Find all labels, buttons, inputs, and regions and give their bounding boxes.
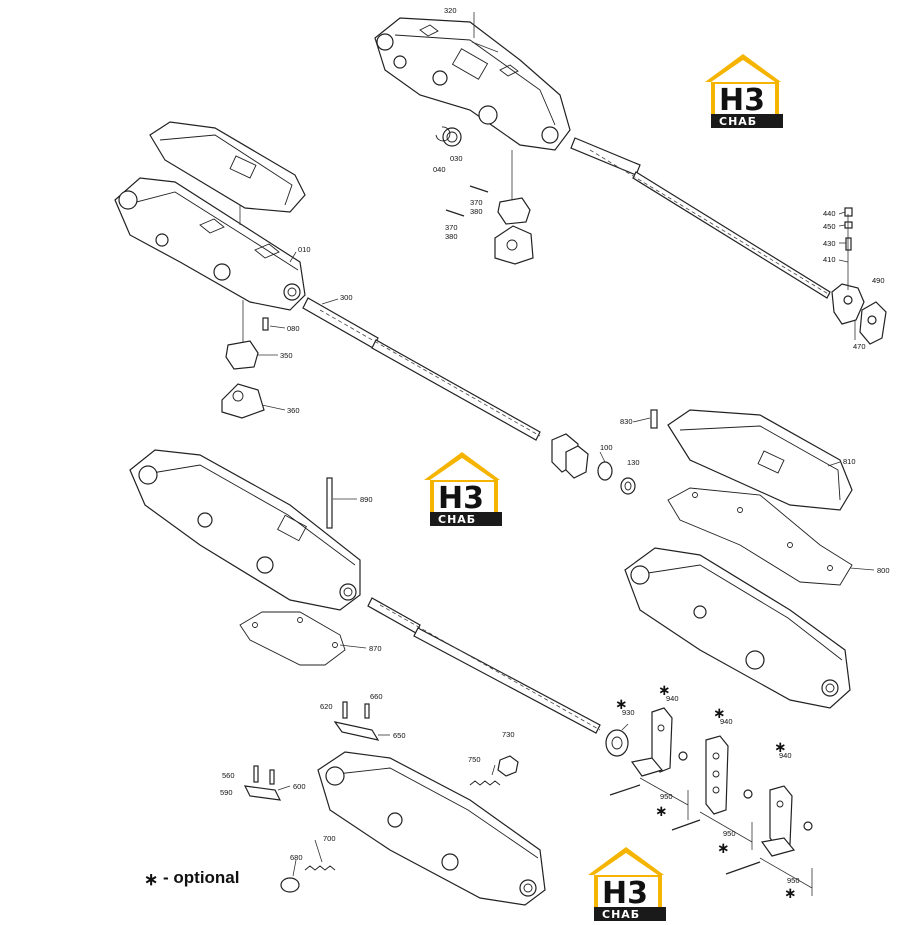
bottom-valve-housing — [317, 751, 546, 906]
lower-valve-housing — [129, 449, 361, 611]
legend-symbol: ∗ — [144, 870, 158, 889]
watermark-logo: H3 СНАБ — [424, 452, 502, 526]
optional-star: ∗ — [713, 704, 726, 722]
callout-320: 320 — [444, 6, 457, 15]
callout-470: 470 — [853, 342, 866, 351]
callout-100: 100 — [600, 443, 613, 452]
upper-shaft — [570, 137, 831, 299]
optional-star: ∗ — [658, 681, 671, 699]
callout-410: 410 — [823, 255, 836, 264]
middle-cover — [149, 121, 306, 213]
optional-lever-2 — [671, 735, 753, 850]
logo-letters: H3 — [719, 83, 765, 118]
watermark-logo: H3 СНАБ — [705, 54, 783, 128]
logo-sub: СНАБ — [438, 513, 476, 526]
callout-490: 490 — [872, 276, 885, 285]
callout-430: 430 — [823, 239, 836, 248]
callout-950-b: 950 — [723, 829, 736, 838]
optional-star: ∗ — [655, 802, 668, 820]
callout-130: 130 — [627, 458, 640, 467]
gasket-800 — [667, 487, 853, 586]
optional-lever-1 — [609, 707, 689, 820]
callout-600: 600 — [293, 782, 306, 791]
callout-700: 700 — [323, 834, 336, 843]
optional-markers: ∗ ∗ ∗ ∗ ∗ ∗ ∗ — [615, 681, 797, 902]
gear-030 — [435, 126, 462, 147]
legend-text: - optional — [163, 868, 239, 887]
callout-350: 350 — [280, 351, 293, 360]
callout-940-c: 940 — [779, 751, 792, 760]
upper-lever-set — [831, 207, 887, 345]
callout-440: 440 — [823, 209, 836, 218]
lower-shaft — [367, 597, 629, 757]
callout-560: 560 — [222, 771, 235, 780]
optional-star: ∗ — [774, 738, 787, 756]
optional-star: ∗ — [615, 695, 628, 713]
callout-810: 810 — [843, 457, 856, 466]
logo-sub: СНАБ — [602, 908, 640, 921]
callout-830: 830 — [620, 417, 633, 426]
callout-940-b: 940 — [720, 717, 733, 726]
pins-370-380 — [445, 150, 534, 265]
middle-valve-housing — [114, 177, 306, 311]
logo-letters: H3 — [602, 876, 648, 911]
roof-icon — [588, 847, 664, 875]
callout-950-c: 950 — [787, 876, 800, 885]
callout-450: 450 — [823, 222, 836, 231]
roof-icon — [705, 54, 781, 82]
callout-730: 730 — [502, 730, 515, 739]
right-valve-housing — [624, 547, 851, 709]
callout-010: 010 — [298, 245, 311, 254]
callout-370-a: 370 — [470, 198, 483, 207]
callout-940-a: 940 — [666, 694, 679, 703]
middle-shaft — [302, 297, 541, 441]
callout-590: 590 — [220, 788, 233, 797]
logo-letters: H3 — [438, 481, 484, 516]
callout-040: 040 — [433, 165, 446, 174]
watermark-logo: H3 СНАБ — [588, 847, 666, 921]
callout-620: 620 — [320, 702, 333, 711]
logo-sub: СНАБ — [719, 115, 757, 128]
callout-800: 800 — [877, 566, 890, 575]
right-cover-810 — [667, 409, 853, 511]
callout-870: 870 — [369, 644, 382, 653]
callout-030: 030 — [450, 154, 463, 163]
callout-380-b: 380 — [445, 232, 458, 241]
callout-930: 930 — [622, 708, 635, 717]
legend: ∗ - optional — [144, 868, 239, 889]
bottom-small-parts — [243, 701, 519, 893]
callout-750: 750 — [468, 755, 481, 764]
callout-890: 890 — [360, 495, 373, 504]
optional-lever-3 — [725, 785, 813, 896]
callout-680: 680 — [290, 853, 303, 862]
callout-950-a: 950 — [660, 792, 673, 801]
middle-parts — [221, 300, 658, 495]
optional-star: ∗ — [717, 839, 730, 857]
callout-380-a: 380 — [470, 207, 483, 216]
callout-leaders — [258, 12, 875, 877]
optional-star: ∗ — [784, 884, 797, 902]
roof-icon — [424, 452, 500, 480]
callout-080: 080 — [287, 324, 300, 333]
gasket-870 — [239, 611, 346, 666]
callout-labels: 320 030 040 370 380 370 380 440 450 430 … — [220, 6, 890, 885]
callout-660: 660 — [370, 692, 383, 701]
callout-650: 650 — [393, 731, 406, 740]
callout-370-b: 370 — [445, 223, 458, 232]
upper-valve-housing — [374, 17, 571, 151]
callout-360: 360 — [287, 406, 300, 415]
callout-300: 300 — [340, 293, 353, 302]
